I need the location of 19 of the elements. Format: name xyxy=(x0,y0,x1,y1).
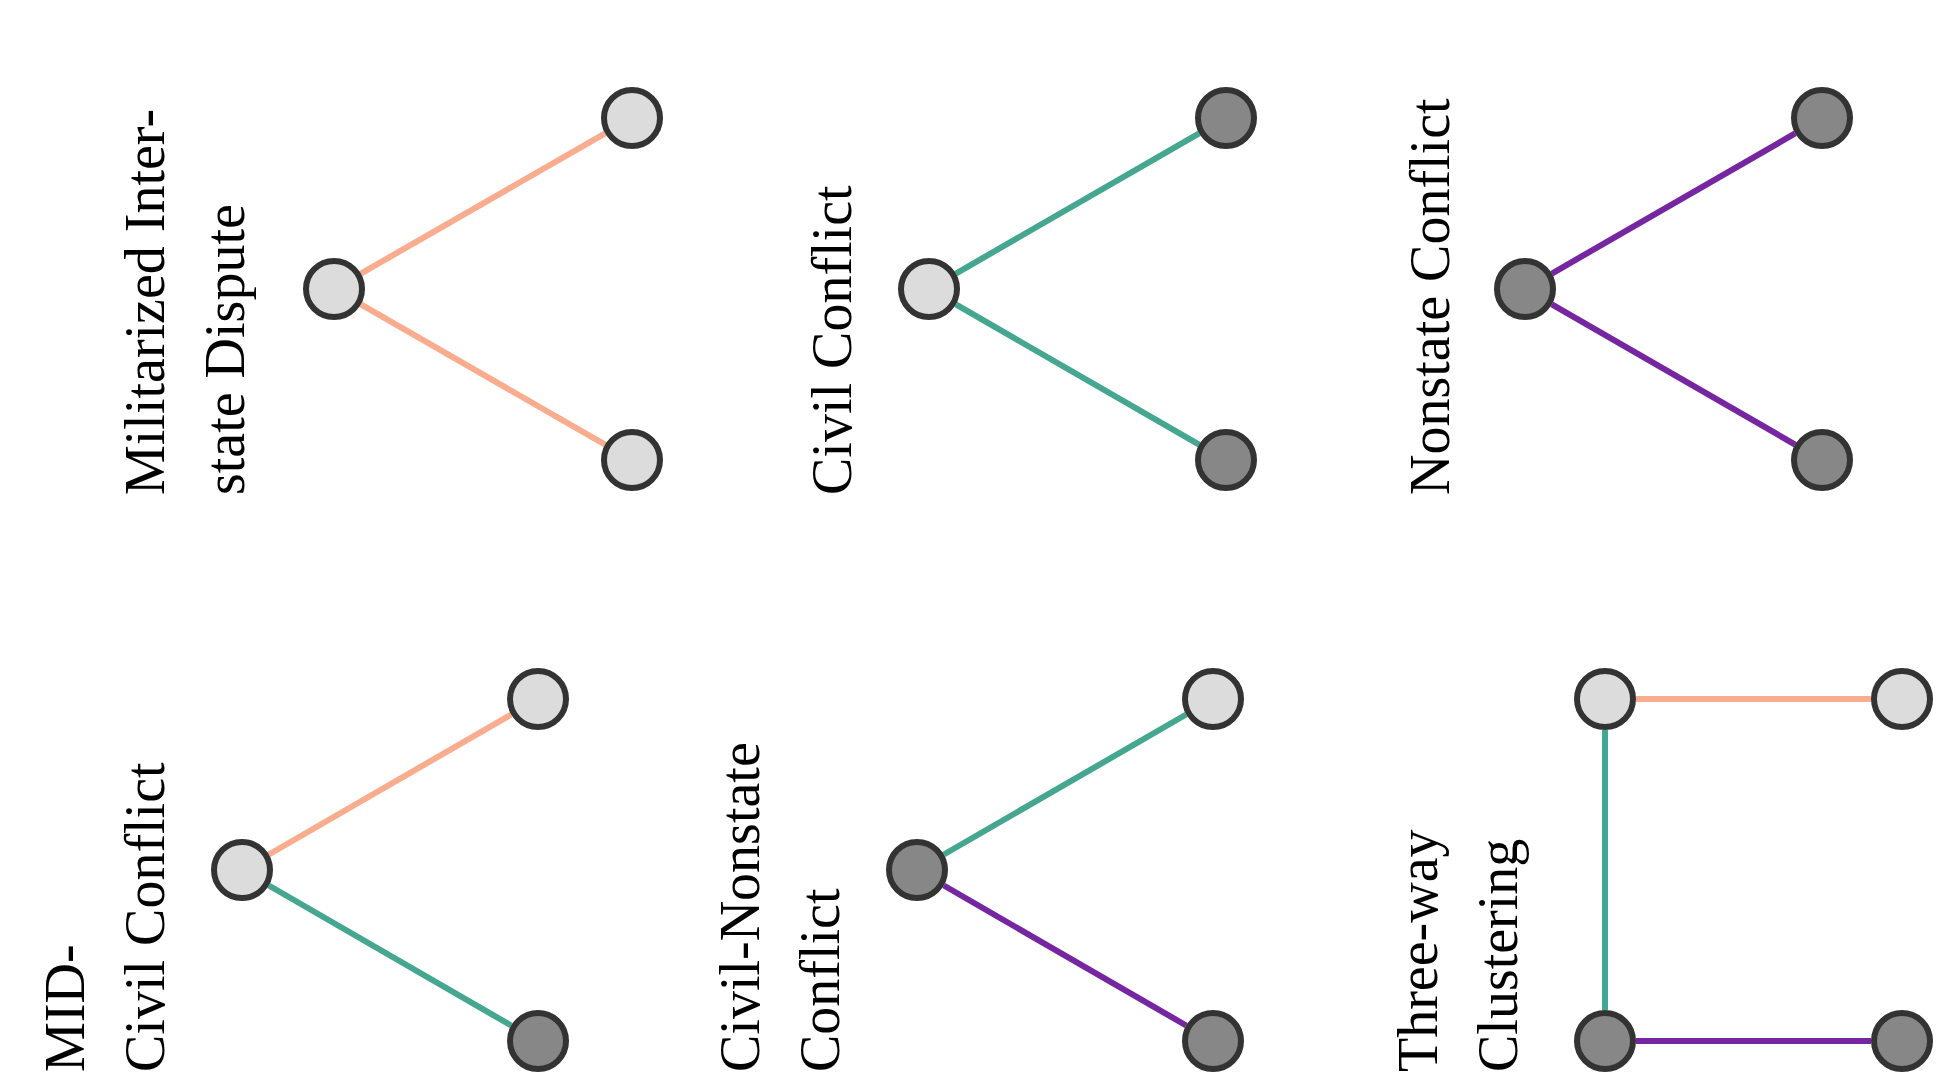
connector-line xyxy=(1550,301,1797,448)
panel-title: Three-way Clustering xyxy=(1386,828,1530,1072)
connector-line xyxy=(1636,1038,1871,1044)
connector-line xyxy=(954,301,1201,448)
connector-line xyxy=(1550,130,1797,277)
panel-title: MID- Civil Conflict xyxy=(33,761,177,1072)
connector-line xyxy=(267,711,513,858)
panel-title: Militarized Inter- state Dispute xyxy=(113,107,257,495)
connector-line xyxy=(942,711,1188,858)
connector-line xyxy=(942,882,1188,1029)
connector-line xyxy=(954,130,1201,277)
panel-title: Civil Conflict xyxy=(800,184,864,495)
connector-line xyxy=(267,882,513,1029)
panel-title: Nonstate Conflict xyxy=(1398,97,1462,495)
connector-line xyxy=(359,301,607,448)
connector-line xyxy=(1636,696,1871,702)
connector-line xyxy=(359,130,607,277)
panel-title: Civil-Nonstate Conflict xyxy=(708,741,852,1072)
connector-line xyxy=(1602,730,1608,1010)
